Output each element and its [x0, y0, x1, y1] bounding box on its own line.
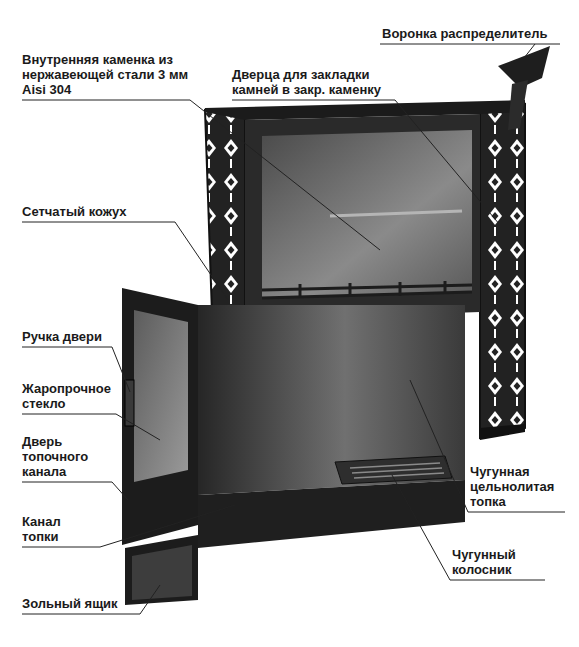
- leader-line: [22, 222, 228, 300]
- door: [122, 288, 198, 605]
- funnel-tube: [508, 80, 528, 130]
- ash-drawer: [125, 535, 198, 605]
- stone-chamber: [245, 114, 480, 320]
- part-label: Сетчатый кожух: [22, 204, 127, 219]
- part-label: Дверь топочного канала: [22, 434, 104, 479]
- part-label: Чугунная цельнолитая топка: [470, 464, 570, 509]
- leader-line: [232, 100, 500, 225]
- firebox: [198, 305, 465, 548]
- casing-foot: [480, 424, 525, 440]
- leader-lines: [22, 44, 565, 614]
- part-label: Воронка распределитель: [382, 26, 547, 41]
- part-label: Жаропрочное стекло: [22, 381, 118, 411]
- door-handle: [125, 380, 134, 426]
- chamber-front: [245, 114, 480, 320]
- chamber-inside: [262, 130, 472, 298]
- part-label: Канал топки: [22, 514, 92, 544]
- ash-drawer-front: [132, 545, 192, 600]
- base: [198, 480, 465, 548]
- part-label: Ручка двери: [22, 329, 102, 344]
- part-label: Чугунный колосник: [452, 547, 548, 577]
- part-label: Дверца для закладки камней в закр. камен…: [232, 67, 395, 97]
- part-label: Внутренняя каменка из нержавеющей стали …: [22, 52, 190, 97]
- right-panel: [480, 104, 525, 438]
- grate: [335, 456, 452, 484]
- chamber-rod: [330, 211, 462, 216]
- leader-line: [22, 505, 235, 547]
- leader-line: [380, 44, 560, 58]
- door-frame: [122, 288, 198, 545]
- door-glass: [134, 310, 188, 482]
- grate-slots: [350, 463, 444, 478]
- leader-line: [22, 100, 380, 250]
- funnel: [498, 46, 550, 130]
- firebox-body: [198, 305, 465, 495]
- leader-line: [22, 585, 160, 614]
- part-label: Зольный ящик: [22, 596, 118, 611]
- stone-grid: [262, 281, 472, 298]
- left-panel: [205, 110, 245, 322]
- leader-line: [22, 482, 128, 500]
